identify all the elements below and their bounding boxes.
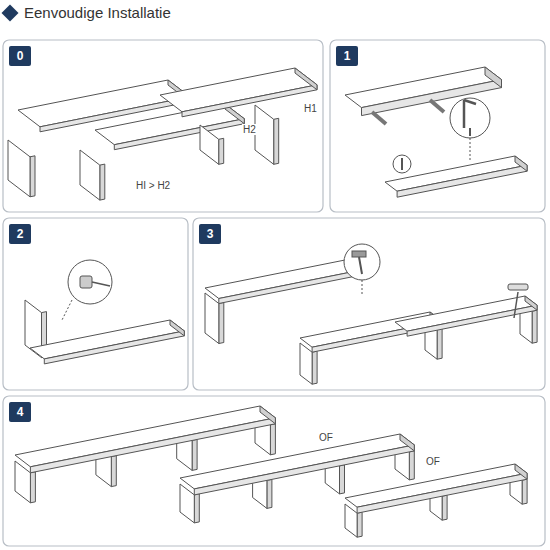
step-number: 0 <box>17 49 24 63</box>
leg-panel <box>255 105 274 164</box>
board-edge <box>357 473 527 513</box>
board-edge <box>397 165 527 197</box>
leg-panel <box>180 484 194 523</box>
guide-line <box>362 280 363 296</box>
screw <box>469 128 471 136</box>
board-top <box>345 464 527 507</box>
board-edge <box>182 85 317 117</box>
leg-edge <box>274 118 279 164</box>
step-number: 4 <box>17 405 24 419</box>
panel-frame <box>3 396 545 546</box>
board-edge <box>219 271 359 304</box>
leg-panel <box>80 150 100 200</box>
step-badge: 4 <box>9 402 31 422</box>
detail-circle <box>68 260 112 304</box>
board-end <box>400 434 414 451</box>
cam-lock <box>80 276 92 288</box>
handle-piece <box>508 284 528 290</box>
guide-line <box>470 138 471 160</box>
step-number: 3 <box>207 227 214 241</box>
leg-edge <box>30 156 35 197</box>
detail-circle <box>393 155 411 173</box>
board-top <box>15 406 275 467</box>
step-number: 1 <box>344 49 351 63</box>
dowel <box>372 112 386 124</box>
leg-panel <box>15 461 30 503</box>
allen-key <box>463 100 466 128</box>
step-badge: 0 <box>9 46 31 66</box>
board-end <box>515 156 527 171</box>
board-edge <box>44 331 184 364</box>
leg-edge <box>270 424 275 455</box>
detail-circle <box>450 98 490 138</box>
diagram-title: Eenvoudige Installatie <box>24 4 171 21</box>
board-top <box>180 434 414 489</box>
title-diamond <box>2 5 19 22</box>
screwdriver <box>92 282 110 286</box>
board-end <box>485 67 502 88</box>
detail-circle <box>344 244 380 280</box>
dimension-label: H2 <box>242 124 257 135</box>
panel-frame <box>193 218 545 390</box>
panel-frame <box>3 40 323 212</box>
leg-edge <box>267 479 272 508</box>
dimension-note: HI > H2 <box>135 180 171 191</box>
screw <box>401 158 403 170</box>
leg-edge <box>219 138 224 164</box>
panel-frame <box>3 218 188 390</box>
panel-frame <box>330 40 545 212</box>
leg-edge <box>340 465 345 494</box>
leg-edge <box>357 512 362 537</box>
dowel <box>430 100 444 112</box>
leg-edge <box>100 164 105 200</box>
hammer-head <box>352 251 366 257</box>
board-end <box>515 464 527 479</box>
leg-edge <box>532 310 537 343</box>
hammer-handle <box>359 257 362 274</box>
leg-edge <box>437 326 442 359</box>
board-edge <box>194 445 414 495</box>
leg-edge <box>522 479 527 504</box>
board-edge <box>114 119 244 150</box>
guide-line <box>514 292 518 318</box>
board-end <box>260 406 275 424</box>
option-label: OF <box>425 456 441 467</box>
step-number: 2 <box>17 227 24 241</box>
leg-edge <box>30 472 35 503</box>
step-badge: 2 <box>9 224 31 244</box>
board-edge <box>407 305 537 336</box>
board-end <box>525 296 537 310</box>
board-edge <box>30 418 275 473</box>
leg-panel <box>8 140 30 197</box>
leg-panel <box>200 125 219 164</box>
leg-panel <box>205 293 219 344</box>
leg-edge <box>111 456 116 487</box>
dimension-label: H1 <box>303 103 318 114</box>
leg-edge <box>442 495 447 520</box>
board-end <box>170 320 184 336</box>
allen-key <box>464 100 476 104</box>
guide-line <box>62 300 72 320</box>
furniture-drawing <box>8 67 537 537</box>
panel-frames <box>3 40 545 546</box>
board-end <box>295 68 317 90</box>
detail-magnifiers <box>62 98 528 320</box>
leg-edge <box>192 439 197 470</box>
leg-panel <box>345 504 357 537</box>
step-badge: 1 <box>336 46 358 66</box>
leg-edge <box>194 494 199 523</box>
leg-edge <box>312 351 317 384</box>
step-badge: 3 <box>199 224 221 244</box>
leg-edge <box>219 303 224 344</box>
leg-panel <box>300 343 312 384</box>
option-label: OF <box>318 432 334 443</box>
leg-edge <box>409 451 414 480</box>
